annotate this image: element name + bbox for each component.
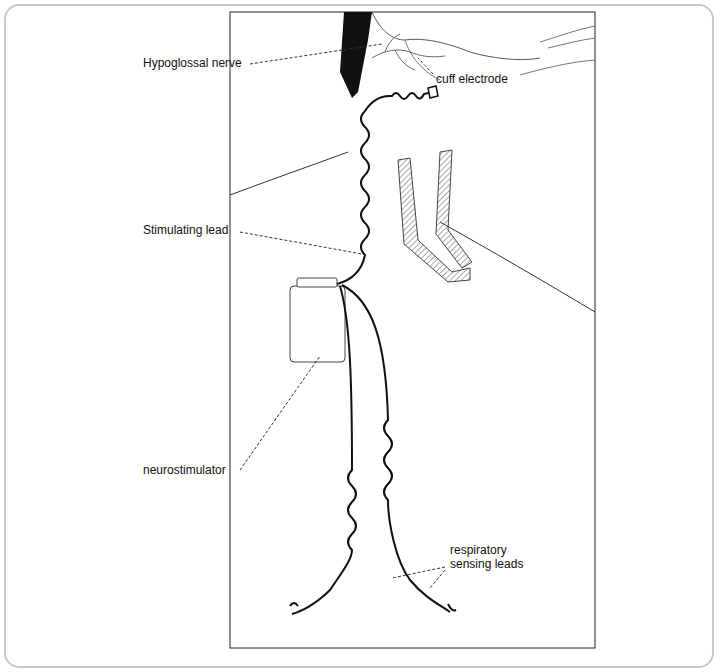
trachea-inner [436, 150, 472, 268]
part-label: Stimulating lead [143, 223, 228, 237]
chin-lines [540, 26, 595, 48]
chin-underside [520, 60, 595, 75]
nerve [372, 34, 445, 70]
neck-line [230, 152, 348, 195]
header [297, 278, 337, 287]
figure-frame [230, 12, 595, 648]
part-label: Hypoglossal nerve [143, 56, 242, 70]
neurostimulator-body [290, 286, 345, 362]
part-label: cuff electrode [436, 72, 508, 86]
leader-lines [240, 44, 445, 588]
ear-line [405, 40, 440, 80]
outer-frame [5, 5, 713, 667]
sensing-lead-left [292, 286, 356, 614]
part-label: respiratory sensing leads [450, 543, 530, 571]
part-label: neurostimulator [143, 463, 226, 477]
hair [340, 12, 372, 98]
cuff-electrode [428, 86, 438, 98]
sensing-lead-right [342, 285, 450, 612]
lead-tips [290, 603, 456, 610]
stimulating-lead [337, 92, 432, 284]
